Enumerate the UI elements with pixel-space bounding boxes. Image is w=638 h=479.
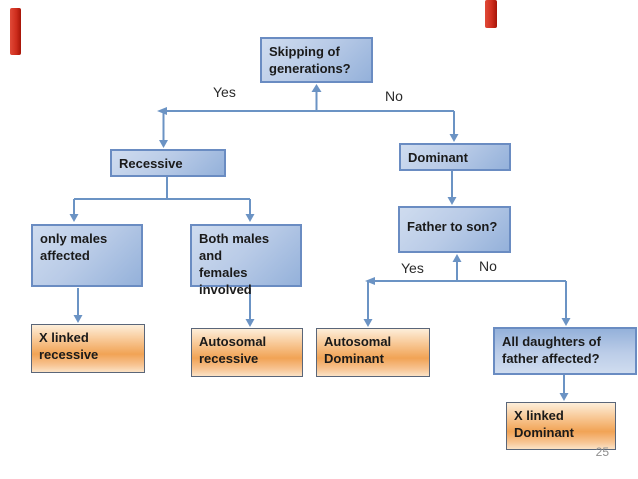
connector-to-dominant — [449, 111, 459, 142]
node-both-males-females: Both males and females involved — [190, 224, 302, 297]
branch-label-skipping-no: No — [385, 88, 403, 104]
arrowhead-down-icon — [449, 134, 459, 142]
branch-label-skipping-yes: Yes — [213, 84, 236, 100]
node-autosomal-dominant: Autosomal Dominant — [316, 328, 430, 377]
node-recessive: Recessive — [110, 149, 226, 177]
node-only-males-affected: only males affected — [31, 224, 143, 287]
connector-recessive-stem — [74, 177, 250, 200]
arrowhead-down-icon — [73, 315, 83, 323]
connector-to-x-linked-dominant — [559, 375, 569, 401]
page-number: 25 — [595, 445, 609, 459]
arrowhead-down-icon — [447, 197, 457, 205]
connector-to-only-males — [69, 199, 79, 222]
red-accent-bar-left — [10, 8, 21, 55]
connector-father-rail — [365, 254, 566, 285]
connector-to-x-linked-recessive — [73, 288, 83, 323]
connector-to-autosomal-dominant — [363, 281, 373, 327]
connector-to-all-daughters — [561, 281, 571, 326]
node-dominant: Dominant — [399, 143, 511, 171]
node-x-linked-dominant: X linked Dominant — [506, 402, 616, 450]
connector-to-father-to-son — [447, 171, 457, 205]
connector-skipping-stem — [311, 84, 322, 111]
arrowhead-down-icon — [245, 214, 255, 222]
node-x-linked-recessive: X linked recessive — [31, 324, 145, 373]
arrowhead-down-icon — [245, 319, 255, 327]
arrowhead-down-icon — [159, 140, 168, 148]
arrowhead-up-icon — [452, 254, 462, 262]
arrowhead-left-icon — [365, 277, 375, 285]
connector-to-both-males — [245, 199, 255, 222]
connector-top-rail — [157, 107, 454, 115]
arrowhead-down-icon — [559, 393, 569, 401]
node-all-daughters-affected: All daughters of father affected? — [493, 327, 637, 375]
red-accent-bar-right — [485, 0, 497, 28]
arrowhead-down-icon — [561, 318, 571, 326]
node-autosomal-recessive: Autosomal recessive — [191, 328, 303, 377]
connector-to-autosomal-recessive — [245, 288, 255, 327]
node-father-to-son: Father to son? — [398, 206, 511, 253]
node-skipping-generations: Skipping of generations? — [260, 37, 373, 83]
branch-label-father-yes: Yes — [401, 260, 424, 276]
arrowhead-down-icon — [363, 319, 373, 327]
arrowhead-left-icon — [157, 107, 167, 115]
arrowhead-up-icon — [311, 84, 322, 92]
branch-label-father-no: No — [479, 258, 497, 274]
arrowhead-down-icon — [69, 214, 79, 222]
connector-to-recessive — [159, 111, 168, 148]
